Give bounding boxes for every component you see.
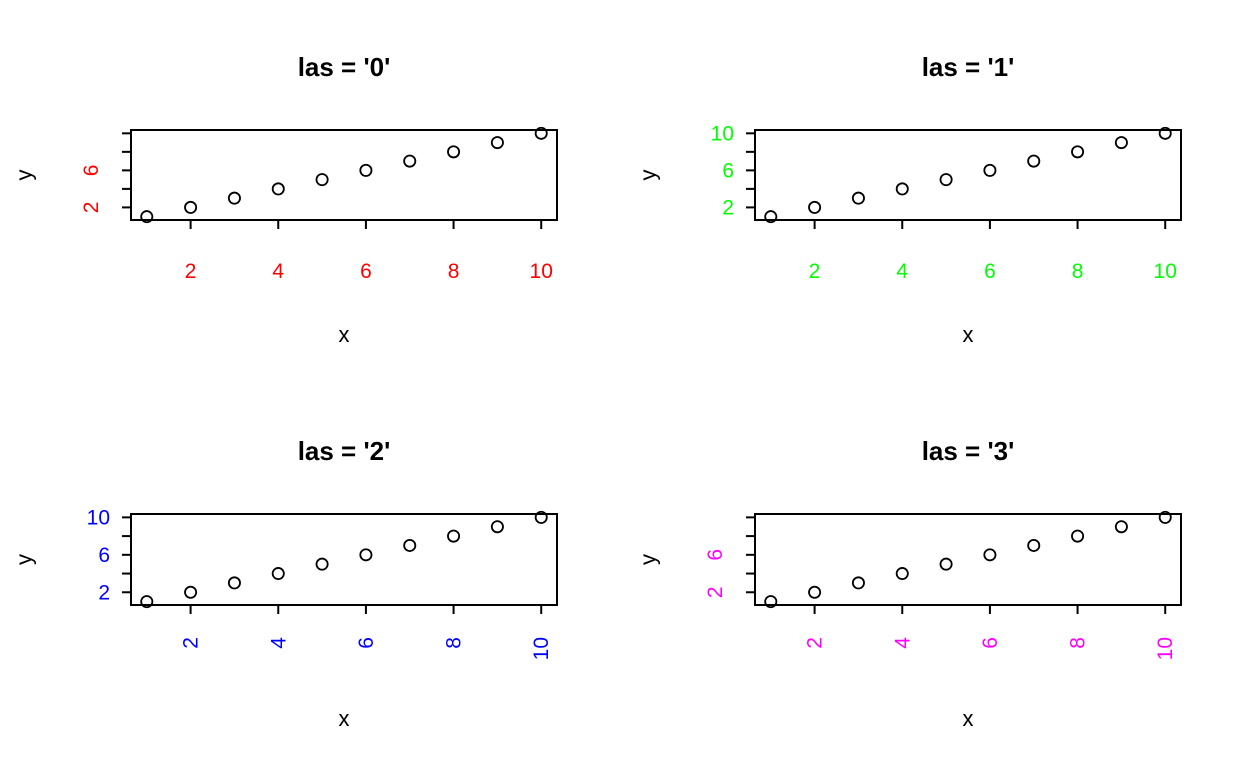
panel-title: las = '0' <box>298 52 391 82</box>
data-point <box>1158 510 1172 524</box>
data-point <box>1114 520 1128 534</box>
data-point <box>939 173 953 187</box>
x-tick-label: 10 <box>1154 637 1177 660</box>
data-point <box>895 182 909 196</box>
data-point <box>1114 136 1128 150</box>
x-tick-label: 2 <box>809 260 821 283</box>
data-point <box>1071 529 1085 543</box>
data-point <box>764 210 778 224</box>
panel-3: las = '2' 2 4 6 8 10 2 6 10 x y <box>12 436 558 731</box>
x-tick-label: 8 <box>443 637 466 649</box>
y-tick-label: 6 <box>704 549 727 561</box>
data-point <box>983 548 997 562</box>
x-tick-label: 6 <box>979 637 1002 649</box>
data-point <box>764 595 778 609</box>
data-point <box>1071 145 1085 159</box>
data-point <box>490 520 504 534</box>
plot-frame <box>754 129 1182 221</box>
data-point <box>227 576 241 590</box>
x-tick-label: 6 <box>360 260 372 283</box>
data-point <box>271 567 285 581</box>
data-point <box>140 595 154 609</box>
y-tick-label: 2 <box>98 581 110 604</box>
data-point <box>1027 538 1041 552</box>
panel-title: las = '2' <box>298 436 391 466</box>
x-tick-label: 4 <box>272 260 284 283</box>
data-point <box>851 576 865 590</box>
data-point <box>939 557 953 571</box>
x-axis-label: x <box>963 706 974 731</box>
data-point <box>140 210 154 224</box>
data-point <box>983 163 997 177</box>
x-tick-label: 4 <box>896 260 908 283</box>
x-tick-label: 2 <box>180 637 203 649</box>
x-tick-label: 8 <box>448 260 460 283</box>
data-point <box>808 585 822 599</box>
x-tick-label: 2 <box>185 260 197 283</box>
data-point <box>1158 126 1172 140</box>
x-tick-label: 4 <box>891 637 914 649</box>
panel-title: las = '3' <box>922 436 1015 466</box>
x-axis-label: x <box>963 322 974 347</box>
x-tick-label: 8 <box>1067 637 1090 649</box>
x-tick-label: 4 <box>267 637 290 649</box>
data-point <box>184 585 198 599</box>
data-point <box>403 538 417 552</box>
y-axis-label: y <box>636 170 661 181</box>
y-axis-label: y <box>636 554 661 565</box>
x-tick-label: 8 <box>1072 260 1084 283</box>
panel-1: las = '0' 2 4 6 8 10 2 6 x y <box>12 52 558 347</box>
y-axis-label: y <box>12 170 37 181</box>
y-tick-label: 2 <box>722 196 734 219</box>
panel-title: las = '1' <box>922 52 1015 82</box>
data-point <box>315 173 329 187</box>
x-tick-label: 2 <box>804 637 827 649</box>
x-tick-label: 10 <box>530 260 553 283</box>
data-point <box>403 154 417 168</box>
x-axis-label: x <box>339 706 350 731</box>
y-tick-label: 6 <box>98 544 110 567</box>
data-point <box>359 163 373 177</box>
y-tick-label: 10 <box>87 506 110 529</box>
y-tick-label: 6 <box>722 159 734 182</box>
plot-frame <box>130 513 558 606</box>
data-point <box>184 200 198 214</box>
data-point <box>895 567 909 581</box>
data-point <box>271 182 285 196</box>
y-tick-label: 2 <box>80 202 103 214</box>
x-tick-label: 6 <box>984 260 996 283</box>
plot-frame <box>754 513 1182 606</box>
panel-2: las = '1' 2 4 6 8 10 2 6 10 x y <box>636 52 1182 347</box>
x-tick-label: 6 <box>355 637 378 649</box>
data-point <box>1027 154 1041 168</box>
x-tick-label: 10 <box>530 637 553 660</box>
data-point <box>447 529 461 543</box>
y-tick-label: 10 <box>711 122 734 145</box>
data-point <box>490 136 504 150</box>
data-point <box>359 548 373 562</box>
data-point <box>534 126 548 140</box>
data-point <box>851 191 865 205</box>
data-point <box>534 510 548 524</box>
y-tick-label: 6 <box>80 165 103 177</box>
x-tick-label: 10 <box>1154 260 1177 283</box>
data-point <box>808 200 822 214</box>
data-point <box>315 557 329 571</box>
plot-frame <box>130 129 558 221</box>
data-point <box>227 191 241 205</box>
data-point <box>447 145 461 159</box>
y-axis-label: y <box>12 554 37 565</box>
panel-4: las = '3' 2 4 6 8 10 2 6 x y <box>636 436 1182 731</box>
y-tick-label: 2 <box>704 586 727 598</box>
x-axis-label: x <box>339 322 350 347</box>
